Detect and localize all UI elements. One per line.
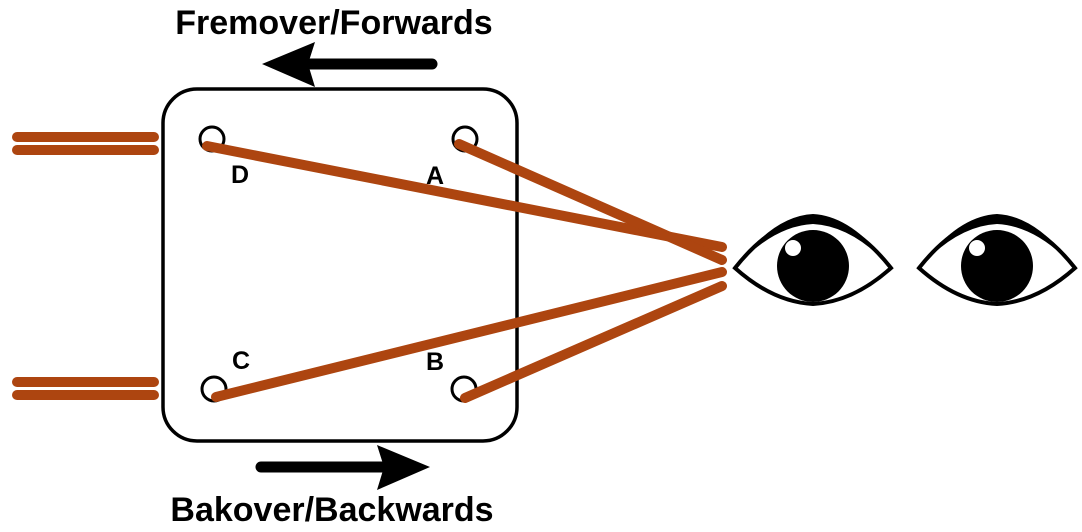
forwards-label: Fremover/Forwards	[175, 4, 492, 42]
corner-label-b: B	[426, 348, 444, 376]
corner-label-a: A	[426, 162, 444, 190]
forwards-arrow-icon	[262, 42, 438, 87]
eye-icon-right	[916, 214, 1078, 307]
left-rail-bottom	[12, 377, 159, 400]
eye-icon-left	[732, 214, 894, 307]
corner-label-d: D	[231, 161, 249, 189]
left-rail-top	[12, 132, 159, 155]
backwards-label: Bakover/Backwards	[170, 491, 493, 529]
corner-label-c: C	[232, 347, 250, 375]
sightline-b	[460, 281, 727, 403]
sightline-d	[202, 141, 727, 252]
square-box	[161, 87, 519, 443]
sightline-a	[454, 139, 727, 265]
backwards-arrow-icon	[255, 445, 430, 490]
sightline-c	[211, 267, 727, 402]
